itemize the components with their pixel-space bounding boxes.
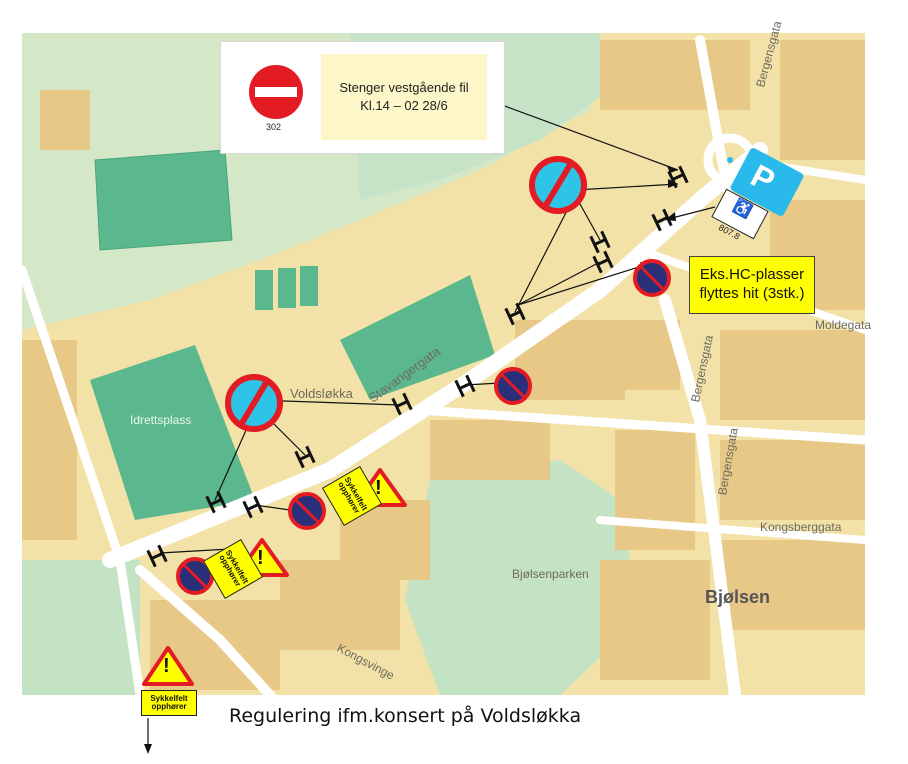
hc-note-line1: Eks.HC-plasser bbox=[699, 266, 805, 284]
bike-lane-ends-line1: Sykkelfelt bbox=[150, 693, 188, 703]
warning-glyph: ! bbox=[163, 655, 170, 677]
closure-note-line2: Kl.14 – 02 28/6 bbox=[360, 98, 448, 113]
line-barrier3-to-sign bbox=[517, 264, 646, 306]
warning-glyph: ! bbox=[257, 547, 264, 569]
road-barriers bbox=[146, 165, 689, 568]
parking-sign-icon bbox=[730, 148, 804, 216]
cross-road bbox=[415, 405, 870, 445]
label-idrettsplass: Idrettsplass bbox=[130, 413, 192, 427]
hc-note-line2: flyttes hit (3stk.) bbox=[699, 285, 805, 302]
west-road bbox=[17, 265, 145, 700]
idrettsplass-field bbox=[90, 345, 255, 520]
line-barrier10-to-panel bbox=[159, 548, 231, 554]
line-hc-sign-to-barrier bbox=[671, 206, 716, 219]
no-stopping-sign-icon bbox=[633, 259, 671, 297]
wheelchair-icon: ♿ bbox=[730, 197, 755, 222]
court-3 bbox=[300, 266, 318, 306]
label-moldegata: Moldegata bbox=[815, 318, 872, 332]
hc-relocation-note: Eks.HC-plasser flyttes hit (3stk.) bbox=[689, 256, 815, 314]
football-field-north bbox=[94, 149, 233, 251]
football-field-east bbox=[340, 275, 495, 400]
road-barrier-icon bbox=[667, 165, 689, 189]
court-2 bbox=[278, 268, 296, 308]
road-barrier-icon bbox=[589, 230, 611, 254]
map-caption: Regulering ifm.konsert på Voldsløkka bbox=[229, 705, 582, 727]
road-barrier-icon bbox=[454, 374, 476, 398]
road-barrier-icon bbox=[391, 392, 413, 416]
no-entry-sign-icon bbox=[249, 65, 303, 119]
bergensgata-road-south bbox=[659, 294, 741, 701]
road-barrier-icon bbox=[294, 445, 316, 469]
closure-note-line1: Stenger vestgående fil bbox=[339, 80, 469, 96]
line-barrier3-to-barrier4 bbox=[517, 261, 601, 306]
road-barrier-icon bbox=[504, 302, 526, 326]
panel-arrow-head bbox=[144, 744, 152, 754]
road-barrier-icon bbox=[242, 495, 264, 519]
court-1 bbox=[255, 270, 273, 310]
road-barrier-icon bbox=[592, 250, 614, 274]
building-blocks bbox=[22, 40, 865, 690]
park-area-southwest bbox=[22, 560, 140, 695]
bike-lane-ends-panel: Sykkelfelt opphører bbox=[141, 690, 197, 716]
label-kongsberggata: Kongsberggata bbox=[760, 520, 842, 534]
warning-glyph: ! bbox=[375, 477, 382, 499]
warning-triangle-icon bbox=[142, 646, 194, 686]
no-waiting-sign-icon bbox=[529, 156, 587, 214]
bike-lane-ends-line2: opphører bbox=[151, 702, 187, 711]
kongsvinger-road bbox=[135, 565, 275, 700]
road-barrier-icon bbox=[205, 490, 227, 514]
road-barrier-icon bbox=[146, 544, 168, 568]
line-barrier9-to-sign bbox=[254, 504, 291, 511]
line-cyan1-to-barrier3 bbox=[514, 194, 576, 313]
kongsberggata-road bbox=[596, 516, 869, 544]
roundabout-center bbox=[727, 157, 733, 163]
no-stopping-sign-icon bbox=[288, 492, 326, 530]
roads bbox=[17, 35, 870, 701]
closure-callout: 302 Stenger vestgående fil Kl.14 – 02 28… bbox=[221, 42, 504, 153]
stavangergata-road bbox=[102, 142, 768, 568]
label-bjolsenparken: Bjølsenparken bbox=[512, 567, 589, 581]
label-bjolsen: Bjølsen bbox=[705, 587, 771, 607]
no-waiting-sign-icon bbox=[225, 374, 283, 432]
no-stopping-sign-icon bbox=[494, 367, 532, 405]
sign-code-label: 302 bbox=[266, 122, 282, 132]
closure-note: Stenger vestgående fil Kl.14 – 02 28/6 bbox=[321, 54, 487, 140]
label-voldslokka: Voldsløkka bbox=[290, 386, 353, 401]
road-barrier-icon bbox=[651, 208, 673, 232]
line-cyan1-to-barrier1 bbox=[574, 183, 679, 191]
bjolsenparken-area bbox=[405, 460, 640, 695]
line-302-callout bbox=[501, 104, 679, 171]
